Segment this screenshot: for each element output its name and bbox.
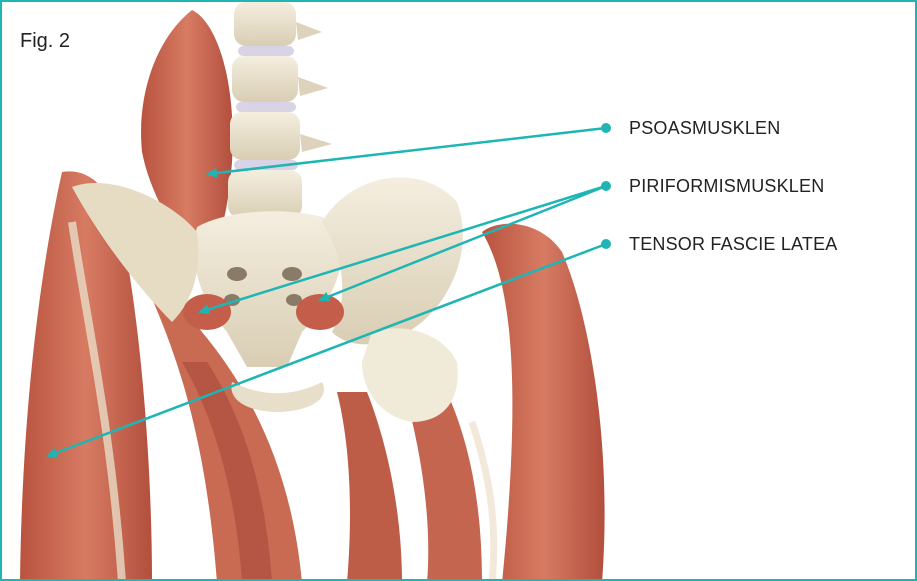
- lumbar-spine: [228, 2, 332, 218]
- piriformis-label: PIRIFORMISMUSKLEN: [629, 176, 824, 197]
- psoas-label: PSOASMUSKLEN: [629, 118, 780, 139]
- tensor-label: TENSOR FASCIE LATEA: [629, 234, 838, 255]
- figure-label: Fig. 2: [20, 30, 70, 53]
- piriformis-leader-dot: [601, 181, 611, 191]
- tensor-leader-dot: [601, 239, 611, 249]
- psoas-leader-dot: [601, 123, 611, 133]
